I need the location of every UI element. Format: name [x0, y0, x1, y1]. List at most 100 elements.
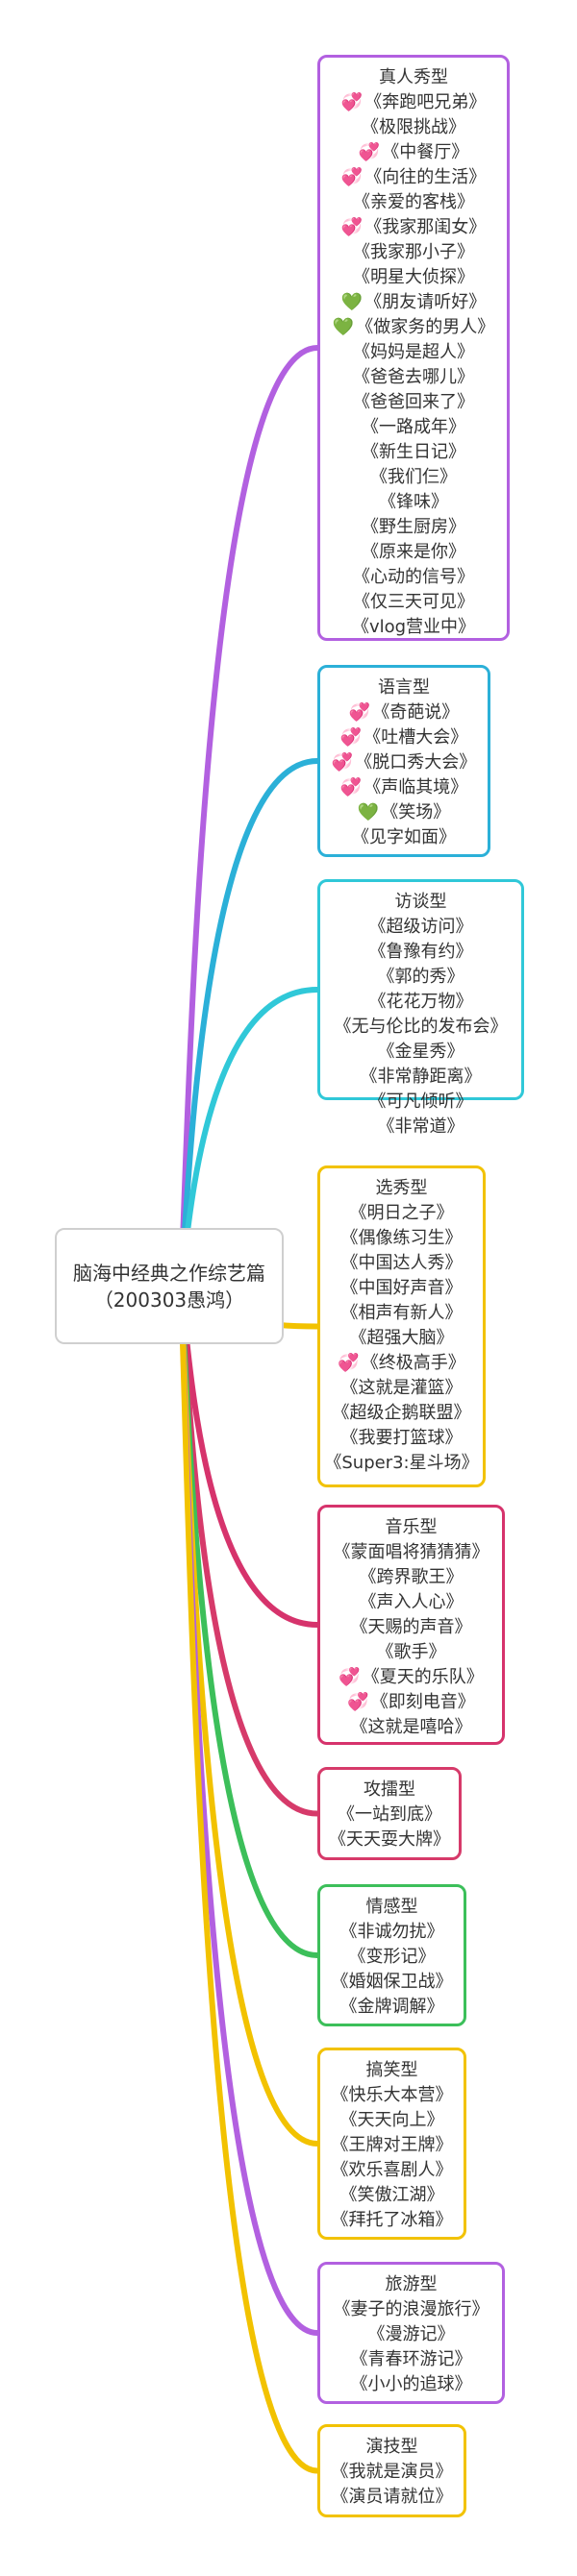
show-item: 💞《终极高手》 — [338, 1351, 464, 1376]
show-name: 《奇葩说》 — [372, 702, 460, 723]
show-item: 《明星大侦探》 — [353, 265, 474, 290]
show-item: 《妻子的浪漫旅行》 — [334, 2297, 489, 2322]
show-name: 《歌手》 — [376, 1642, 446, 1662]
category-group[interactable]: 真人秀型💞《奔跑吧兄弟》《极限挑战》💞《中餐厅》💞《向往的生活》《亲爱的客栈》💞… — [317, 55, 510, 641]
show-name: 《声入人心》 — [359, 1592, 464, 1612]
show-item: 《演员请就位》 — [332, 2485, 453, 2510]
show-item: 💞《向往的生活》 — [341, 165, 486, 190]
show-item: 《一站到底》 — [338, 1803, 441, 1828]
show-name: 《变形记》 — [348, 1947, 436, 1967]
show-item: 《歌手》 — [377, 1640, 446, 1665]
root-title: 脑海中经典之作综艺篇（200303愚鸿） — [73, 1261, 265, 1312]
show-name: 《可凡倾听》 — [368, 1092, 473, 1112]
show-name: 《声临其境》 — [364, 777, 468, 797]
show-name: 《做家务的男人》 — [356, 317, 495, 337]
category-group[interactable]: 攻擂型《一站到底》《天天耍大牌》 — [317, 1767, 462, 1860]
show-item: 《野生厨房》 — [362, 515, 465, 540]
show-item: 《vlog营业中》 — [352, 615, 475, 640]
root-topic[interactable]: 脑海中经典之作综艺篇（200303愚鸿） — [55, 1228, 284, 1344]
show-item: 《见字如面》 — [352, 825, 456, 850]
show-name: 《我家那闺女》 — [364, 217, 487, 237]
show-item: 《无与伦比的发布会》 — [335, 1015, 508, 1040]
category-group[interactable]: 选秀型《明日之子》《偶像练习生》《中国达人秀》《中国好声音》《相声有新人》《超强… — [317, 1165, 486, 1487]
show-item: 💚《做家务的男人》 — [333, 315, 494, 340]
category-group[interactable]: 旅游型《妻子的浪漫旅行》《漫游记》《青春环游记》《小小的追球》 — [317, 2262, 505, 2404]
category-group[interactable]: 情感型《非诚勿扰》《变形记》《婚姻保卫战》《金牌调解》 — [317, 1884, 466, 2026]
show-name: 《心动的信号》 — [353, 567, 474, 587]
show-item: 《爸爸回来了》 — [353, 390, 474, 415]
show-name: 《见字如面》 — [352, 827, 456, 847]
category-group[interactable]: 语言型💞《奇葩说》💞《吐槽大会》💞《脱口秀大会》💞《声临其境》💚《笑场》《见字如… — [317, 665, 490, 857]
category-title: 演技型 — [365, 2437, 418, 2457]
show-name: 《笑场》 — [381, 802, 451, 822]
show-item: 《心动的信号》 — [353, 565, 474, 590]
category-group[interactable]: 演技型《我就是演员》《演员请就位》 — [317, 2424, 466, 2517]
show-name: 《我们仨》 — [370, 467, 457, 487]
show-name: 《天天向上》 — [339, 2110, 444, 2130]
show-name: 《金牌调解》 — [339, 1997, 444, 2017]
show-name: 《我就是演员》 — [331, 2462, 453, 2482]
show-item: 《明日之子》 — [350, 1201, 454, 1226]
show-item: 《变形记》 — [349, 1945, 436, 1970]
show-item: 《我们仨》 — [370, 465, 457, 490]
show-item: 《蒙面唱将猜猜猜》 — [334, 1540, 489, 1565]
show-item: 《爸爸去哪儿》 — [353, 365, 474, 390]
show-name: 《Super3:星斗场》 — [324, 1453, 479, 1473]
show-item: 《非常静距离》 — [361, 1065, 482, 1090]
category-group[interactable]: 访谈型《超级访问》《鲁豫有约》《郭的秀》《花花万物》《无与伦比的发布会》《金星秀… — [317, 879, 524, 1137]
show-item: 《青春环游记》 — [351, 2347, 472, 2372]
show-name: 《金星秀》 — [377, 1042, 464, 1062]
show-item: 《我要打篮球》 — [341, 1426, 463, 1451]
show-name: 《小小的追球》 — [350, 2374, 472, 2394]
branch-line — [178, 1283, 320, 2474]
show-name: 《快乐大本营》 — [331, 2085, 453, 2105]
show-item: 《快乐大本营》 — [332, 2083, 453, 2108]
show-name: 《蒙面唱将猜猜猜》 — [333, 1542, 489, 1562]
show-name: 《爸爸去哪儿》 — [353, 367, 474, 387]
show-item: 《拜托了冰箱》 — [332, 2208, 453, 2233]
show-item: 《中国达人秀》 — [341, 1251, 463, 1276]
show-item: 《仅三天可见》 — [353, 590, 474, 615]
show-name: 《青春环游记》 — [350, 2349, 472, 2369]
show-item: 《偶像练习生》 — [341, 1226, 463, 1251]
show-item: 《超强大脑》 — [350, 1326, 454, 1351]
show-item: 《我家那小子》 — [353, 240, 474, 265]
show-name: 《脱口秀大会》 — [355, 752, 477, 773]
show-item: 💞《吐槽大会》 — [340, 725, 467, 750]
show-item: 《小小的追球》 — [351, 2372, 472, 2397]
show-item: 💚《朋友请听好》 — [341, 290, 486, 315]
show-name: 《中餐厅》 — [382, 142, 469, 162]
double-heart-icon: 💞 — [339, 1667, 361, 1687]
show-item: 💞《即刻电音》 — [347, 1690, 474, 1715]
show-item: 《非诚勿扰》 — [340, 1920, 444, 1945]
show-name: 《演员请就位》 — [331, 2487, 453, 2507]
show-name: 《花花万物》 — [368, 992, 473, 1012]
show-name: 《明星大侦探》 — [353, 267, 474, 287]
show-name: 《鲁豫有约》 — [368, 942, 473, 962]
show-name: 《这就是灌篮》 — [340, 1378, 463, 1398]
double-heart-icon: 💞 — [340, 217, 364, 237]
show-item: 《天赐的声音》 — [351, 1615, 472, 1640]
double-heart-icon: 💞 — [358, 142, 381, 162]
show-name: 《一站到底》 — [338, 1804, 441, 1825]
show-item: 《Super3:星斗场》 — [324, 1451, 478, 1476]
show-name: 《婚姻保卫战》 — [331, 1972, 453, 1992]
show-item: 《极限挑战》 — [362, 115, 465, 140]
show-name: 《夏天的乐队》 — [362, 1667, 484, 1687]
show-name: 《向往的生活》 — [364, 167, 487, 187]
category-group[interactable]: 音乐型《蒙面唱将猜猜猜》《跨界歌王》《声入人心》《天赐的声音》《歌手》💞《夏天的… — [317, 1505, 505, 1745]
show-item: 💞《声临其境》 — [340, 775, 467, 800]
show-item: 💞《奇葩说》 — [349, 700, 459, 725]
show-item: 《笑傲江湖》 — [340, 2183, 444, 2208]
show-name: 《明日之子》 — [349, 1203, 454, 1223]
show-item: 《可凡倾听》 — [369, 1090, 473, 1115]
show-name: 《我要打篮球》 — [340, 1428, 463, 1448]
show-name: 《跨界歌王》 — [359, 1567, 464, 1587]
category-group[interactable]: 搞笑型《快乐大本营》《天天向上》《王牌对王牌》《欢乐喜剧人》《笑傲江湖》《拜托了… — [317, 2048, 466, 2240]
double-heart-icon: 💞 — [340, 167, 364, 187]
show-item: 《亲爱的客栈》 — [353, 190, 474, 215]
show-name: 《妻子的浪漫旅行》 — [333, 2299, 489, 2319]
double-heart-icon: 💞 — [348, 702, 371, 723]
show-item: 《非常道》 — [378, 1115, 464, 1140]
show-name: 《奔跑吧兄弟》 — [364, 92, 487, 112]
